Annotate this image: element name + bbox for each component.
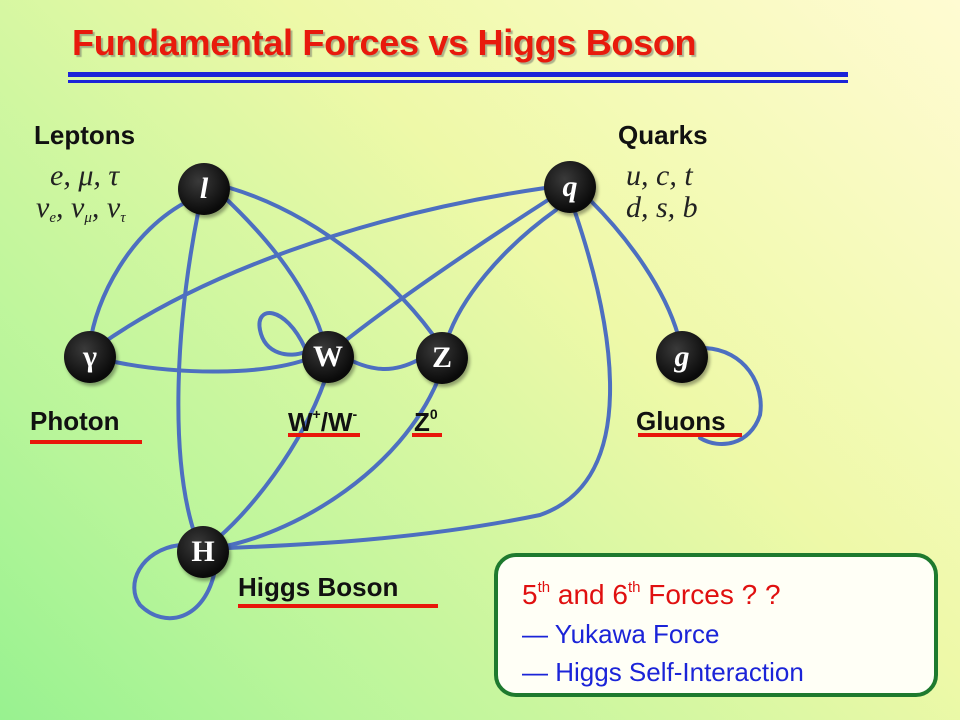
z-boson-node: Z	[416, 332, 468, 384]
quark-node: q	[544, 161, 596, 213]
w-boson-underline	[288, 433, 360, 437]
w-plus-sup: +	[312, 406, 321, 422]
nu-e: ν	[36, 191, 50, 224]
yukawa-force-item: — Yukawa Force	[522, 619, 720, 649]
edge-gluon-loop	[698, 346, 763, 446]
photon-label: Photon	[30, 406, 120, 436]
edge-quark-gluon	[588, 198, 680, 337]
z-sup: 0	[429, 406, 438, 422]
w-minus-base: /W	[320, 407, 353, 437]
nu-mu-sub: μ	[84, 210, 92, 226]
leptons-label: Leptons	[34, 120, 136, 150]
new-forces-box: 5th and 6th Forces ? ? — Yukawa Force — …	[494, 553, 938, 697]
edge-lepton-photon	[88, 198, 192, 347]
quark-down-list: d, s, b	[626, 191, 698, 224]
edge-photon-w	[113, 358, 307, 374]
photon-node: γ	[64, 331, 116, 383]
quarks-label: Quarks	[618, 120, 708, 150]
title-rule-bottom	[68, 80, 848, 83]
z-boson-label: Z0	[414, 406, 438, 438]
and-sixth: and 6	[550, 579, 628, 610]
w-minus-sup: -	[352, 406, 358, 422]
gluons-underline	[638, 433, 742, 437]
lepton-charged-list: e, μ, τ	[50, 159, 120, 192]
quark-up-list: u, c, t	[626, 159, 693, 192]
edge-z-higgs	[224, 378, 440, 548]
edge-quark-w	[338, 198, 550, 347]
higgs-label: Higgs Boson	[238, 572, 399, 602]
w-boson-node: W	[302, 331, 354, 383]
higgs-underline	[238, 604, 438, 608]
edge-w-higgs	[216, 378, 327, 540]
nu-tau: ν	[106, 191, 121, 224]
gluon-node: g	[656, 331, 708, 383]
gluons-label: Gluons	[636, 406, 726, 436]
page-title: Fundamental Forces vs Higgs Boson	[72, 22, 697, 63]
new-forces-title: 5th and 6th Forces ? ?	[522, 579, 781, 611]
z-base: Z	[414, 407, 430, 437]
z-boson-underline	[412, 433, 442, 437]
higgs-self-interaction-item: — Higgs Self-Interaction	[522, 657, 804, 687]
lepton-node: l	[178, 163, 230, 215]
higgs-node: H	[177, 526, 229, 578]
sixth-suffix: th	[627, 579, 641, 596]
nu-e-sub: e	[49, 210, 56, 226]
fifth-suffix: th	[537, 579, 551, 596]
fifth-num: 5	[522, 579, 538, 610]
edge-quark-z	[445, 208, 558, 342]
edge-quark-higgs	[226, 210, 612, 550]
edge-quark-photon	[98, 186, 547, 347]
lepton-neutrino-list: νe, νμ, ντ	[36, 191, 126, 227]
edge-higgs-loop	[132, 543, 217, 621]
edge-lepton-higgs	[176, 211, 200, 537]
w-plus-base: W	[288, 407, 313, 437]
edge-lepton-w	[220, 193, 327, 347]
nu-tau-sub: τ	[120, 210, 126, 226]
forces-question: Forces ? ?	[640, 579, 781, 610]
w-boson-label: W+/W-	[288, 406, 357, 438]
edge-w-z	[348, 358, 420, 371]
edge-w-loop	[257, 311, 307, 357]
edge-lepton-z	[228, 186, 442, 347]
title-rule-top	[68, 72, 848, 77]
nu-mu: ν	[71, 191, 85, 224]
photon-underline	[30, 440, 142, 444]
